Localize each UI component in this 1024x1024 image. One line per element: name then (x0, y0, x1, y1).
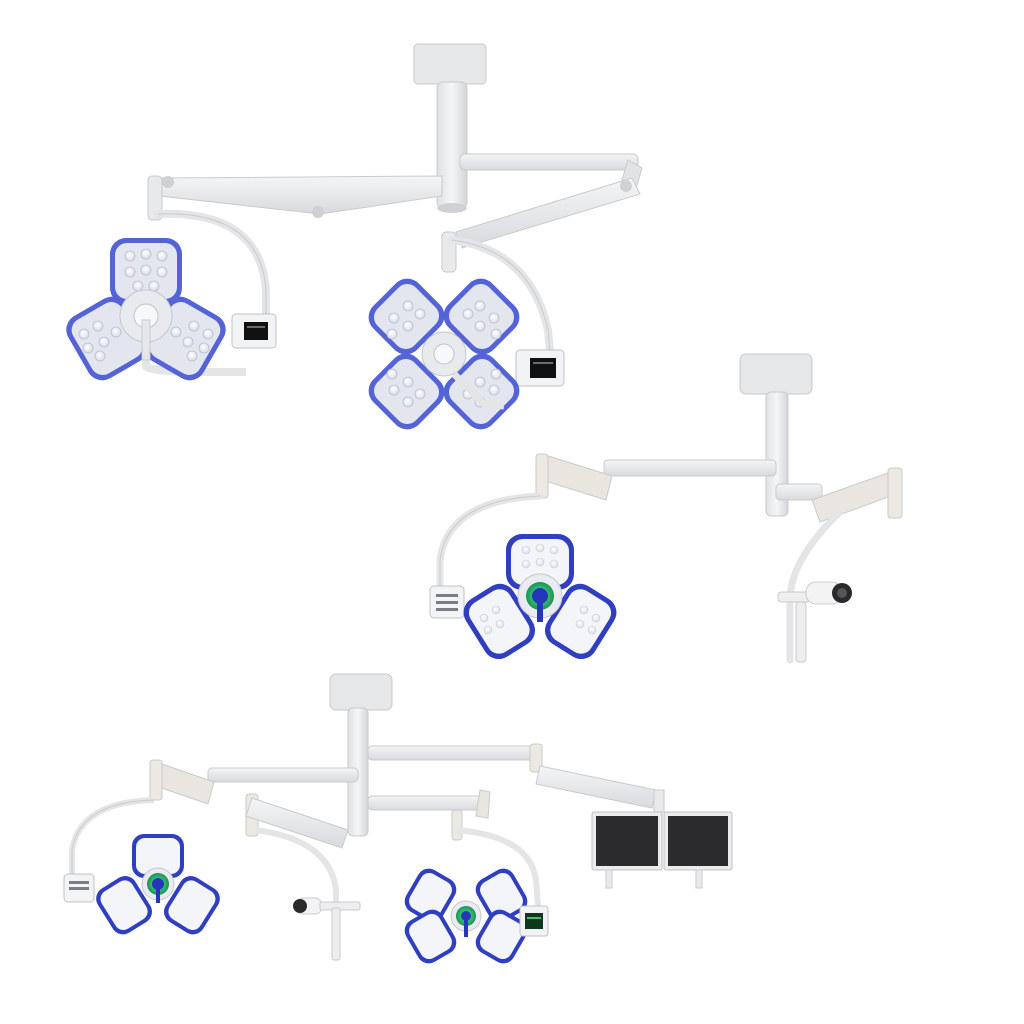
config-middle (429, 353, 903, 664)
config-top (66, 43, 643, 430)
spring-arm-camera (245, 793, 349, 904)
surgical-led-lamp-icon (463, 534, 617, 660)
monitor-icon (663, 811, 733, 889)
camera-icon (293, 897, 361, 961)
camera-icon (777, 581, 852, 663)
spring-arm-left (69, 759, 359, 878)
ceiling-mount (413, 43, 487, 213)
monitor-icon (591, 811, 663, 889)
control-panel-icon (63, 873, 95, 903)
spring-arm-right (441, 153, 643, 356)
surgical-led-lamp-icon (96, 834, 220, 935)
control-panel-icon (519, 905, 549, 937)
surgical-led-lamp-icon (404, 868, 528, 964)
control-panel-icon (515, 349, 565, 387)
spring-arm-left (436, 453, 777, 590)
spring-arm-lamp (367, 789, 541, 907)
control-panel-icon (429, 585, 465, 619)
config-bottom (63, 673, 733, 964)
spring-arm-left (147, 175, 443, 322)
spring-arm-right (775, 467, 903, 664)
surgical-led-lamp-icon (66, 238, 246, 381)
surgical-led-lamp-icon (368, 278, 520, 430)
control-panel-icon (231, 313, 277, 349)
spring-arm-right (367, 743, 665, 813)
